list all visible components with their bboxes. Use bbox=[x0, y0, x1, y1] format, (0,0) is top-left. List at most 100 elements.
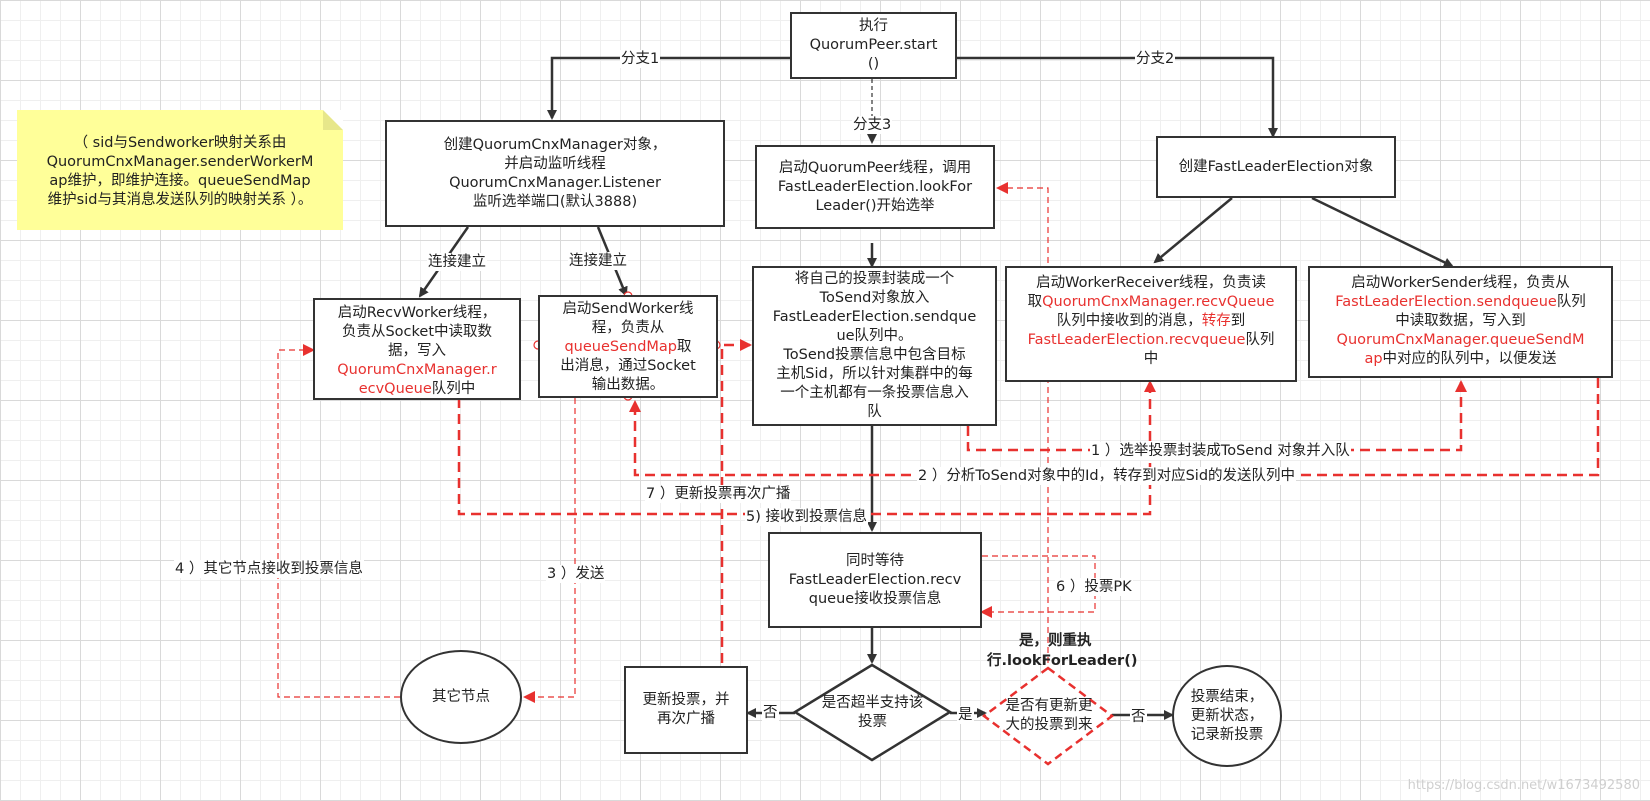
edge-fle-sender bbox=[1311, 196, 1454, 268]
fle-create-label: 创建FastLeaderElection对象 bbox=[1178, 158, 1374, 175]
watermark: https://blog.csdn.net/w1673492580 bbox=[1407, 778, 1640, 793]
cnx-manager-line: 监听选举端口(默认3888) bbox=[472, 193, 638, 210]
step7-label: 7 ）更新投票再次广播 bbox=[645, 485, 792, 503]
edge-step7 bbox=[720, 339, 752, 663]
send-worker-text: 启动SendWorker线 bbox=[562, 301, 694, 317]
edge-rerun bbox=[996, 182, 1049, 663]
recv-worker-node[interactable]: 启动RecvWorker线程， 负责从Socket中读取数 据，写入 Quoru… bbox=[313, 298, 521, 400]
edge-branch2 bbox=[955, 56, 1278, 138]
worker-receiver-text: 到 bbox=[1230, 313, 1246, 329]
recv-worker-queue-name: QuorumCnxManager.r bbox=[337, 362, 497, 378]
worker-sender-map-name: ap bbox=[1364, 351, 1383, 367]
worker-sender-map-name: QuorumCnxManager.queueSendM bbox=[1336, 332, 1585, 348]
rerun-label: 行.lookForLeader() bbox=[987, 653, 1138, 669]
edge-branch1 bbox=[547, 56, 790, 120]
recv-worker-text: 启动RecvWorker线程， bbox=[337, 305, 497, 321]
update-vote-node[interactable]: 更新投票，并 再次广播 bbox=[624, 666, 748, 754]
recv-worker-text: 队列中 bbox=[431, 381, 476, 397]
yes-label: 是 bbox=[957, 706, 974, 724]
fle-create-node[interactable]: 创建FastLeaderElection对象 bbox=[1156, 136, 1396, 198]
end-node[interactable]: 投票结束， 更新状态， 记录新投票 bbox=[1172, 665, 1282, 767]
worker-receiver-queue-name: FastLeaderElection.recvqueue bbox=[1027, 332, 1246, 348]
step1-label: 1 ）选举投票封装成ToSend 对象并入队 bbox=[1090, 442, 1351, 460]
no-label: 否 bbox=[1130, 708, 1147, 726]
worker-receiver-highlight: 转存 bbox=[1201, 313, 1231, 329]
send-worker-node[interactable]: 启动SendWorker线 程，负责从 queueSendMap取 出消息，通过… bbox=[538, 295, 718, 398]
tosend-node[interactable]: 将自己的投票封装成一个 ToSend对象放入 FastLeaderElectio… bbox=[752, 266, 997, 426]
no-label: 否 bbox=[762, 704, 779, 722]
send-worker-text: 程，负责从 bbox=[591, 320, 665, 336]
step3-label: 3 ）发送 bbox=[546, 565, 606, 583]
worker-receiver-node[interactable]: 启动WorkerReceiver线程，负责读 取QuorumCnxManager… bbox=[1005, 266, 1297, 382]
tosend-line: 队 bbox=[867, 404, 882, 420]
recv-worker-text: 据，写入 bbox=[388, 343, 446, 359]
tosend-line: ToSend对象放入 bbox=[819, 290, 930, 306]
start-peer-node[interactable]: 启动QuorumPeer线程，调用 FastLeaderElection.loo… bbox=[755, 145, 995, 229]
majority-decision-label: 是否超半支持该 投票 bbox=[795, 690, 950, 736]
recv-worker-queue-name: ecvQueue bbox=[358, 381, 432, 397]
step5-label: 5) 接收到投票信息 bbox=[745, 508, 868, 526]
rerun-label: 是，则重执 bbox=[1019, 633, 1092, 649]
update-vote-line: 更新投票，并 bbox=[642, 692, 730, 708]
worker-receiver-text: 队列 bbox=[1245, 332, 1275, 348]
wait-node[interactable]: 同时等待 FastLeaderElection.recv queue接收投票信息 bbox=[768, 532, 982, 628]
step6-label: 6 ）投票PK bbox=[1055, 578, 1133, 596]
other-nodes-node[interactable]: 其它节点 bbox=[400, 650, 522, 744]
worker-receiver-text: 中 bbox=[1143, 351, 1159, 367]
worker-sender-text: 中读取数据，写入到 bbox=[1395, 313, 1526, 329]
worker-sender-text: 队列 bbox=[1556, 294, 1586, 310]
note-line: ap维护，即维护连接。queueSendMap bbox=[49, 173, 311, 189]
tosend-line: FastLeaderElection.sendque bbox=[772, 309, 977, 325]
cnx-manager-line: QuorumCnxManager.Listener bbox=[449, 174, 661, 191]
conn1-label: 连接建立 bbox=[427, 253, 487, 271]
cnx-manager-node[interactable]: 创建QuorumCnxManager对象， 并启动监听线程 QuorumCnxM… bbox=[385, 120, 725, 227]
send-worker-text: 取 bbox=[677, 339, 692, 355]
start-line: () bbox=[867, 56, 880, 72]
majority-diamond bbox=[792, 663, 953, 762]
newer-vote-line: 大的投票到来 bbox=[1005, 717, 1093, 733]
majority-line: 是否超半支持该 bbox=[821, 695, 924, 711]
step2-label: 2 ）分析ToSend对象中的Id，转存到对应Sid的发送队列中 bbox=[917, 467, 1297, 485]
other-nodes-label: 其它节点 bbox=[432, 688, 490, 705]
send-worker-map-name: queueSendMap bbox=[564, 339, 678, 355]
edge-step4 bbox=[277, 344, 400, 698]
wait-line: FastLeaderElection.recv bbox=[788, 571, 962, 588]
end-line: 记录新投票 bbox=[1190, 726, 1264, 743]
start-peer-line: Leader()开始选举 bbox=[815, 197, 935, 214]
worker-receiver-text: 启动WorkerReceiver线程，负责读 bbox=[1036, 275, 1266, 291]
note-fold-corner bbox=[323, 110, 343, 130]
note-line: （ sid与Sendworker映射关系由 bbox=[73, 135, 287, 151]
step4-label: 4 ）其它节点接收到投票信息 bbox=[174, 560, 364, 578]
branch1-label: 分支1 bbox=[620, 50, 661, 68]
note-line: 维护sid与其消息发送队列的映射关系 ）。 bbox=[47, 192, 313, 208]
edge-fle-receiver bbox=[1153, 197, 1233, 264]
newer-vote-line: 是否有更新更 bbox=[1005, 698, 1093, 714]
start-line: 执行 bbox=[859, 18, 888, 34]
newer-vote-diamond bbox=[981, 666, 1115, 766]
worker-receiver-text: 取 bbox=[1027, 294, 1043, 310]
cnx-manager-line: 并启动监听线程 bbox=[504, 155, 606, 172]
start-peer-line: FastLeaderElection.lookFor bbox=[777, 178, 973, 195]
tosend-line: 一个主机都有一条投票信息入 bbox=[780, 385, 969, 401]
start-node[interactable]: 执行 QuorumPeer.start () bbox=[790, 12, 957, 79]
worker-sender-text: 中对应的队列中，以便发送 bbox=[1382, 351, 1557, 367]
worker-sender-queue-name: FastLeaderElection.sendqueue bbox=[1335, 294, 1557, 310]
newer-vote-decision-label: 是否有更新更 大的投票到来 bbox=[990, 695, 1108, 737]
note-line: QuorumCnxManager.senderWorkerM bbox=[46, 154, 314, 170]
tosend-line: 将自己的投票封装成一个 bbox=[794, 271, 955, 287]
start-line: QuorumPeer.start bbox=[809, 37, 938, 53]
send-worker-text: 出消息，通过Socket bbox=[560, 358, 696, 374]
wait-line: queue接收投票信息 bbox=[808, 590, 942, 607]
wait-line: 同时等待 bbox=[846, 552, 904, 569]
worker-sender-node[interactable]: 启动WorkerSender线程，负责从 FastLeaderElection.… bbox=[1308, 266, 1613, 378]
branch2-label: 分支2 bbox=[1135, 50, 1176, 68]
worker-receiver-text: 队列中接收到的消息， bbox=[1056, 313, 1202, 329]
edge-step3 bbox=[523, 398, 576, 703]
end-line: 投票结束， bbox=[1190, 688, 1264, 705]
recv-worker-text: 负责从Socket中读取数 bbox=[341, 324, 493, 340]
tosend-line: 主机Sid，所以针对集群中的每 bbox=[776, 366, 973, 382]
worker-sender-text: 启动WorkerSender线程，负责从 bbox=[1351, 275, 1570, 291]
conn2-label: 连接建立 bbox=[568, 252, 628, 270]
update-vote-line: 再次广播 bbox=[657, 711, 715, 727]
branch3-label: 分支3 bbox=[852, 116, 893, 134]
